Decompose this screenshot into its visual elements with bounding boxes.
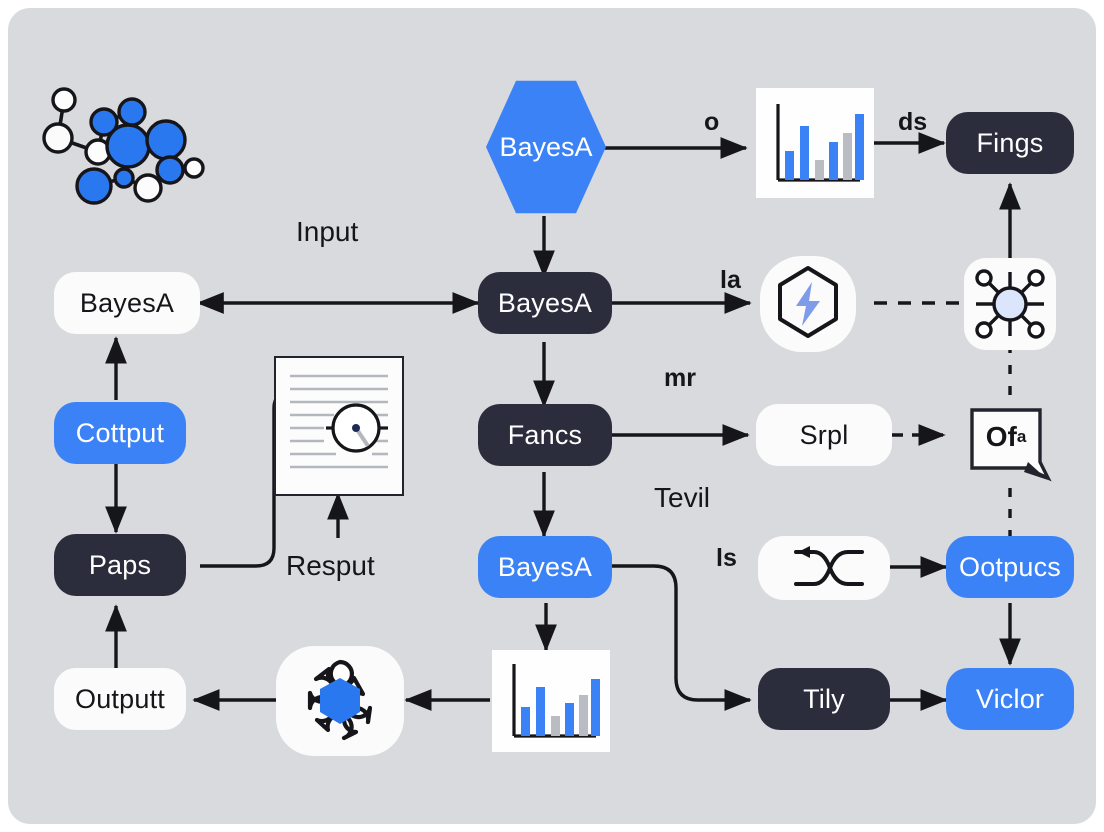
node-paps-label: Paps [88,549,152,580]
bar-chart-icon-top [756,88,874,198]
node-center-bayesa-label: BayesA [497,287,593,318]
document-gauge-icon [274,356,404,496]
node-ootpucs[interactable]: Ootpucs [946,536,1074,598]
node-output-label: Outputt [75,683,165,714]
node-cottput-label: Cottput [75,417,165,448]
node-viclor[interactable]: Viclor [946,668,1074,730]
chart-bars [785,114,864,180]
connector-layer [105,132,1021,711]
network-hub-icon [964,258,1056,350]
diagram-canvas: BayesA Fings BayesA BayesA [8,8,1096,824]
node-hex-bayesa-label: BayesA [499,131,593,162]
node-left-bayesa[interactable]: BayesA [54,272,200,334]
edge-label-ds: ds [898,108,928,136]
label-resput: Resput [286,550,375,581]
edge-bayes-to-tily [612,564,752,711]
node-center-bayesa[interactable]: BayesA [478,272,612,334]
edge-label-la: la [720,266,741,294]
node-cottput[interactable]: Cottput [54,402,186,464]
gear-hexagon-icon [276,646,404,756]
node-ootpucs-label: Ootpucs [959,551,1061,582]
node-srpl-label: Srpl [799,419,849,450]
node-fancs-label: Fancs [507,419,583,450]
edge-label-mr: mr [664,364,696,392]
edge-label-o: o [704,108,720,136]
shuffle-icon [758,536,890,600]
node-fings[interactable]: Fings [946,112,1074,174]
bar-chart-icon-bottom [492,650,610,752]
edge-label-tevil: Tevil [654,482,711,513]
lightning-hexagon-icon [760,256,856,352]
chart-bars [521,679,600,736]
label-input: Input [296,216,359,247]
node-tily-label: Tily [803,683,845,714]
node-viclor-label: Viclor [975,683,1045,714]
node-paps[interactable]: Paps [54,534,186,596]
molecule-icon [36,60,256,220]
node-srpl[interactable]: Srpl [756,404,892,466]
node-output[interactable]: Outputt [54,668,186,730]
edge-label-ls: ls [716,544,737,572]
node-bottom-bayesa-label: BayesA [497,551,593,582]
callout-of-sub: a [1016,427,1027,446]
node-tily[interactable]: Tily [758,668,890,730]
node-fancs[interactable]: Fancs [478,404,612,466]
callout-of-label: Of [985,421,1017,452]
node-bottom-bayesa[interactable]: BayesA [478,536,612,598]
node-left-bayesa-label: BayesA [79,287,175,318]
node-fings-label: Fings [976,127,1044,158]
